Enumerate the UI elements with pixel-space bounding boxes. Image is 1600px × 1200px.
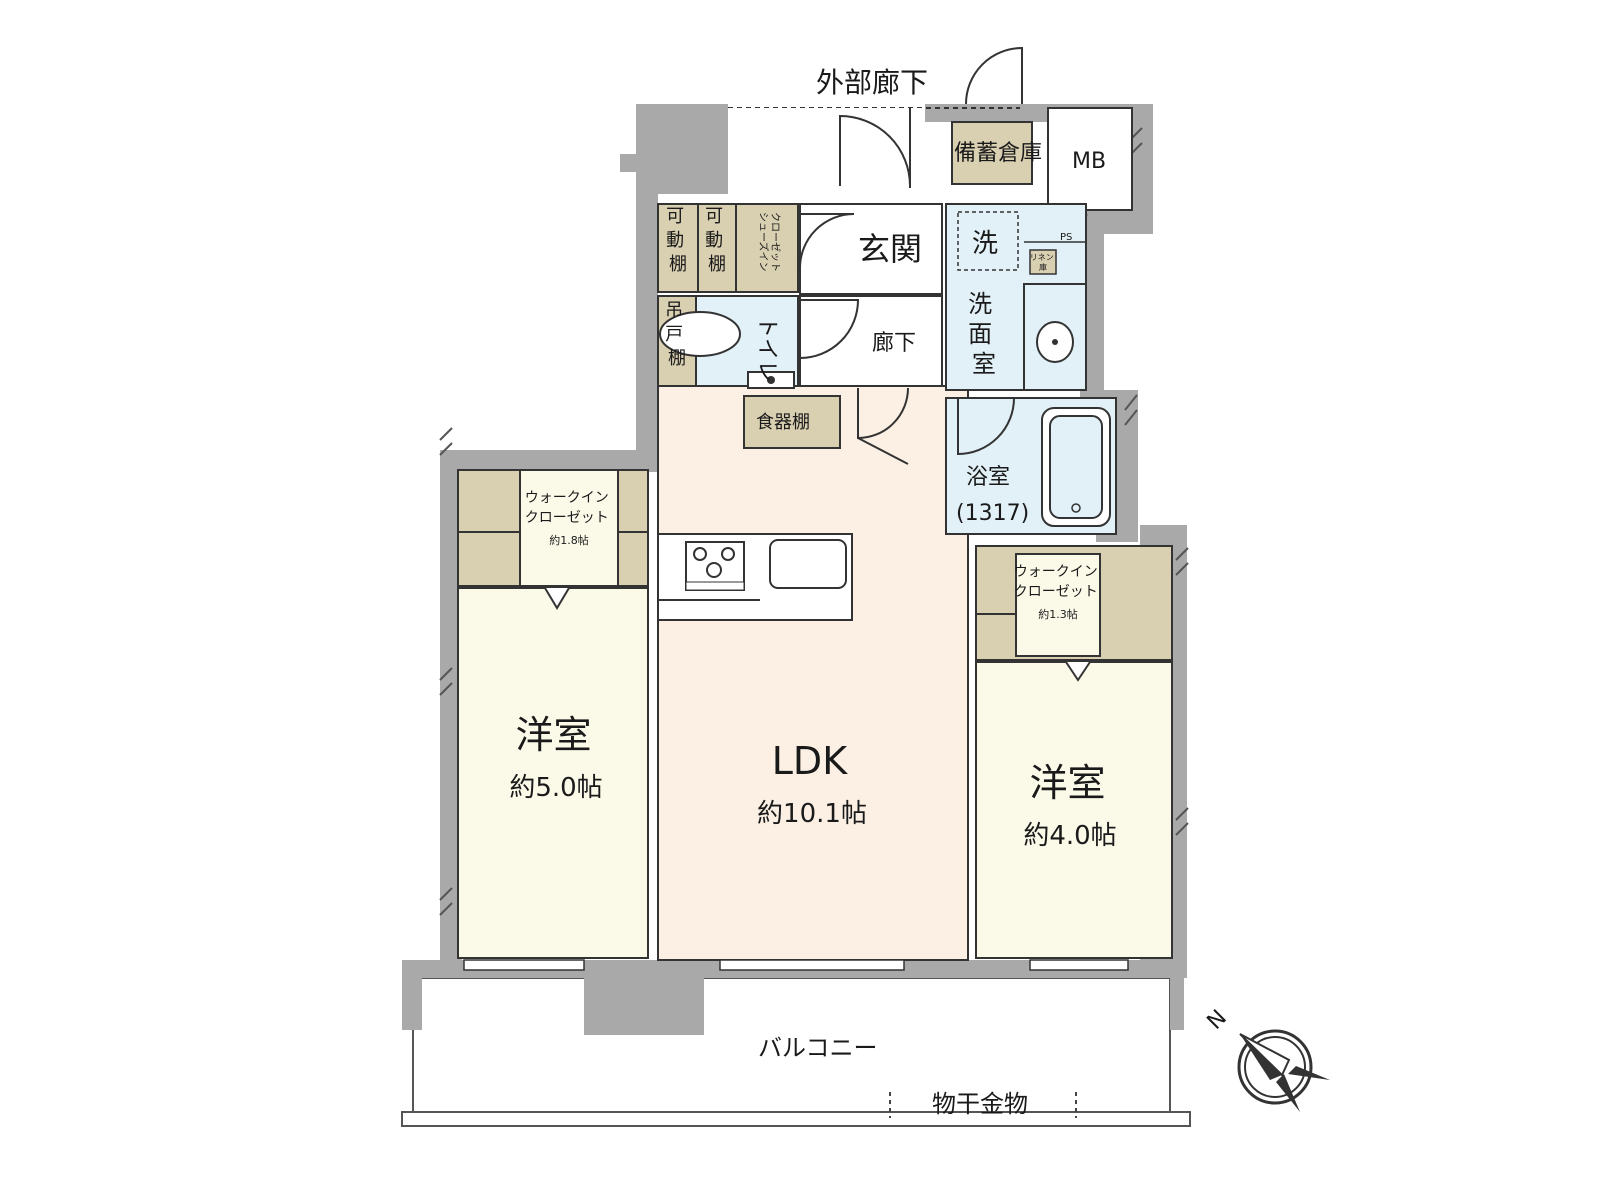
- label-room-west-size: 約5.0帖: [509, 773, 602, 803]
- label-bathroom: 浴室: [966, 465, 1010, 490]
- svg-text:リネン 庫: リネン 庫: [1030, 253, 1057, 272]
- svg-text:可 動 棚: 可 動 棚: [666, 206, 690, 275]
- room-west: [457, 587, 649, 959]
- svg-text:可 動 棚: 可 動 棚: [705, 206, 729, 275]
- label-movable-shelf-2: 棚: [708, 254, 726, 275]
- ldk-area: [657, 385, 969, 961]
- svg-text:ウォークイン クローゼット 約1.8帖: ウォークイン クローゼット 約1.8帖: [525, 490, 613, 547]
- label-wic-west: ウォークイン: [525, 490, 609, 506]
- label-movable-shelf-1: 動: [666, 230, 684, 251]
- wic-east: [975, 545, 1173, 682]
- entrance-hall: [799, 203, 943, 465]
- entrance-shelves: [657, 203, 799, 293]
- label-ps: PS: [1060, 232, 1072, 243]
- label-linen: 庫: [1039, 262, 1047, 272]
- compass-icon: [1237, 1029, 1330, 1112]
- label-movable-shelf-1: 可: [666, 206, 684, 227]
- label-room-west-name: 洋室: [515, 713, 591, 757]
- washroom: [945, 203, 1087, 391]
- label-wic-east: クローゼット: [1014, 584, 1098, 600]
- svg-text:シューズイン クローゼット: シューズイン クローゼット: [757, 212, 781, 275]
- label-room-east-name: 洋室: [1029, 761, 1105, 805]
- label-shoes-closet: シューズイン: [757, 212, 770, 272]
- label-hallway: 廊下: [872, 331, 916, 356]
- svg-text:洋室 約5.0帖: 洋室 約5.0帖: [509, 713, 602, 803]
- svg-text:ウォークイン クローゼット 約1.3帖: ウォークイン クローゼット 約1.3帖: [1014, 564, 1102, 621]
- label-linen: リネン: [1030, 253, 1054, 262]
- label-washroom: 洗: [968, 290, 992, 318]
- label-washroom: 面: [968, 320, 992, 348]
- toilet-room: [657, 295, 799, 389]
- label-outer-corridor: 外部廊下: [816, 66, 928, 99]
- label-ldk-name: LDK: [772, 739, 848, 783]
- meter-box: [1047, 107, 1133, 211]
- south-windows: [463, 959, 1129, 971]
- label-north: N: [1203, 1005, 1232, 1034]
- label-hanging-shelf: 棚: [668, 348, 686, 369]
- label-movable-shelf-1: 棚: [669, 254, 687, 275]
- label-wic-east: 約1.3帖: [1038, 607, 1078, 621]
- label-movable-shelf-2: 可: [705, 206, 723, 227]
- svg-text:吊 戸 棚: 吊 戸 棚: [665, 300, 689, 369]
- balcony: [401, 965, 1191, 1127]
- label-storage-room: 備蓄倉庫: [954, 141, 1042, 166]
- label-wic-west: クローゼット: [525, 510, 609, 526]
- svg-text:洋室 約4.0帖: 洋室 約4.0帖: [1023, 761, 1116, 851]
- label-hanging-shelf: 吊: [665, 300, 683, 321]
- outer-corridor: [728, 46, 1023, 192]
- label-dish-shelf: 食器棚: [756, 412, 810, 433]
- label-washroom: 室: [972, 350, 996, 378]
- label-movable-shelf-2: 動: [705, 230, 723, 251]
- label-entrance: 玄関: [858, 230, 922, 268]
- dish-shelf: [743, 395, 841, 449]
- label-shoes-closet: クローゼット: [769, 212, 781, 272]
- label-drying-hardware: 物干金物: [932, 1090, 1028, 1118]
- label-mb: MB: [1072, 149, 1106, 174]
- label-wic-east: ウォークイン: [1014, 564, 1098, 580]
- room-east: [975, 661, 1173, 959]
- label-ldk-size: 約10.1帖: [757, 799, 867, 829]
- kitchen-counter: [657, 533, 853, 621]
- label-toilet: トイレ: [754, 316, 779, 382]
- bathroom: [945, 397, 1117, 535]
- label-hanging-shelf: 戸: [665, 324, 683, 345]
- label-balcony: バルコニー: [758, 1034, 878, 1062]
- svg-text:LDK 約10.1帖: LDK 約10.1帖: [757, 739, 867, 829]
- label-bathroom-size: (1317): [956, 501, 1029, 526]
- svg-text:洗 面 室: 洗 面 室: [968, 290, 1000, 378]
- label-washer: 洗: [972, 229, 998, 259]
- wic-west: [457, 469, 649, 610]
- label-room-east-size: 約4.0帖: [1023, 821, 1116, 851]
- label-wic-west: 約1.8帖: [549, 533, 589, 547]
- storage-room: [951, 121, 1033, 185]
